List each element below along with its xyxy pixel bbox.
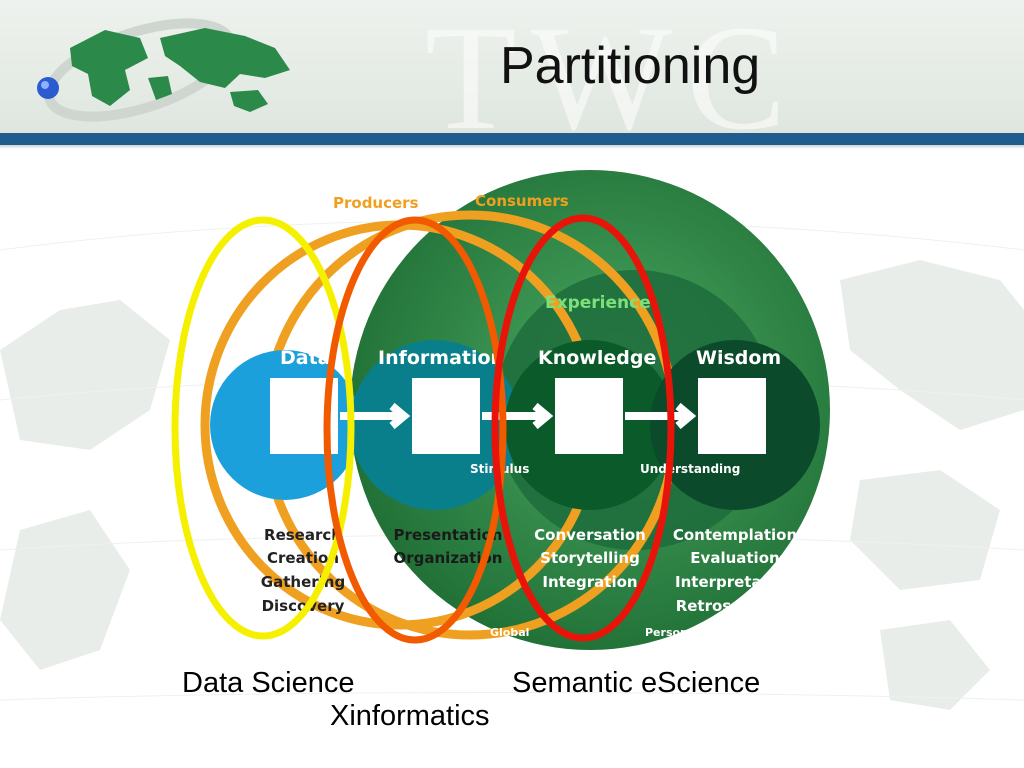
globe-logo-icon <box>37 18 290 122</box>
context-scale-global: Global <box>490 626 529 639</box>
data-activity-4: Discovery <box>262 597 345 615</box>
information-activity-2: Organization <box>394 549 503 567</box>
producers-label: Producers <box>333 194 419 212</box>
understanding-label: Understanding <box>640 462 740 476</box>
wisdom-activity-3: Interpretation <box>675 573 795 591</box>
information-activity-1: Presentation <box>394 526 503 544</box>
dikw-diagram: Producers Consumers Experience Data Info… <box>171 170 830 667</box>
data-science-ellipse <box>171 216 355 640</box>
slide-title: Partitioning <box>500 37 761 95</box>
knowledge-box <box>555 378 623 454</box>
xinformatics-ellipse <box>323 216 507 644</box>
data-science-caption: Data Science <box>182 667 355 699</box>
context-label: Context <box>550 647 625 667</box>
wisdom-activity-1: Contemplation <box>673 526 797 544</box>
experience-label: Experience <box>545 293 651 313</box>
header-divider <box>0 133 1024 145</box>
xinformatics-caption: Xinformatics <box>330 700 490 732</box>
semantic-escience-caption: Semantic eScience <box>512 667 761 699</box>
information-stage-label: Information <box>378 347 504 369</box>
semantic-escience-ellipse <box>491 214 675 642</box>
slide-header: TWC Partitioning <box>0 0 1024 161</box>
wisdom-activity-2: Evaluation <box>690 549 779 567</box>
header-shadow <box>0 145 1024 149</box>
wisdom-stage-label: Wisdom <box>696 347 781 369</box>
data-activity-2: Creation <box>267 549 339 567</box>
information-box <box>412 378 480 454</box>
knowledge-stage-label: Knowledge <box>538 347 656 369</box>
data-activity-1: Research <box>264 526 342 544</box>
context-scale-personal: Personal <box>645 626 699 639</box>
wisdom-box <box>698 378 766 454</box>
knowledge-activity-1: Conversation <box>534 526 646 544</box>
data-activity-3: Gathering <box>261 573 345 591</box>
data-stage-label: Data <box>280 347 331 369</box>
knowledge-activity-2: Storytelling <box>540 549 640 567</box>
wisdom-activity-4: Retrospection <box>676 597 795 615</box>
knowledge-activity-3: Integration <box>542 573 637 591</box>
consumers-label: Consumers <box>475 192 569 210</box>
